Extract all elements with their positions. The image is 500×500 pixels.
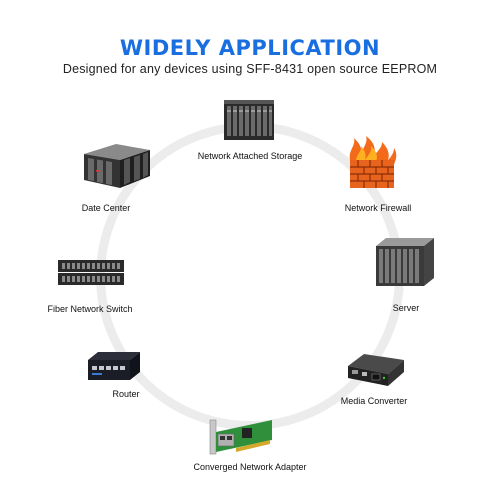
device-label: Fiber Network Switch [47,304,133,314]
device-label: Date Center [81,203,131,213]
device-label: Network Attached Storage [197,151,303,161]
network-switch-icon [58,260,124,285]
device-label: Router [112,389,140,399]
server-rack-icon [376,238,434,286]
storage-rack-icon [224,100,274,140]
device-label: Media Converter [340,396,408,406]
device-label: Server [392,303,420,313]
media-converter-icon [348,354,404,386]
device-label: Network Firewall [344,203,412,213]
firewall-icon [349,136,397,188]
page-subtitle: Designed for any devices using SFF-8431 … [62,62,438,76]
network-adapter-icon [209,419,272,455]
device-label: Converged Network Adapter [193,462,307,472]
router-icon [88,352,140,380]
page-title: WIDELY APPLICATION [119,36,381,60]
data-center-icon [84,144,150,188]
